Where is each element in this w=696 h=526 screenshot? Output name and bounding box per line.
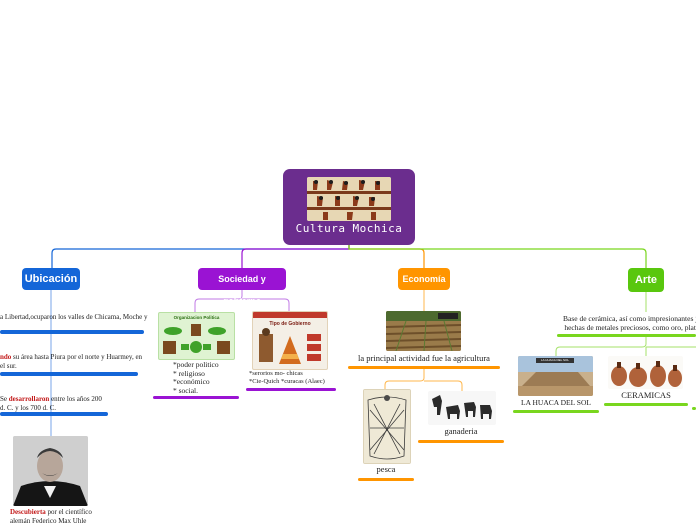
max-uhle-portrait[interactable] bbox=[13, 436, 88, 506]
ubicacion-note-fechas[interactable]: Se desarrollaron entre los años 200 d. C… bbox=[0, 395, 102, 413]
ubicacion-note-valles-underline bbox=[0, 330, 144, 334]
tipo-de-gobierno-image-title: Tipo de Gobierno bbox=[269, 321, 311, 327]
topic-sociedad-gobierno[interactable]: Sociedad y gobierno bbox=[198, 268, 286, 306]
mochica-mural-image bbox=[307, 177, 391, 221]
sociedad-list-gobierno[interactable]: *serorios mo- chicas *Cie-Quich *curacas… bbox=[249, 370, 325, 386]
sociedad-list-gobierno-underline bbox=[246, 388, 336, 391]
poder-item: * social. bbox=[173, 385, 198, 395]
sociedad-list-poderes[interactable]: *poder politico * religioso *económico *… bbox=[173, 360, 219, 395]
ubicacion-note-descubierta[interactable]: Descubierta por el científico alemán Fed… bbox=[10, 508, 92, 526]
huaca-del-sol-image[interactable]: LA HUACA DEL SOL bbox=[518, 356, 593, 396]
arte-offscreen-underline bbox=[692, 407, 696, 410]
ubicacion-note-descubierta-text-2: alemán Federico Max Uhle bbox=[10, 517, 87, 525]
arte-huaca-underline bbox=[513, 410, 599, 413]
ubicacion-note-area[interactable]: ndo su área hasta Piura por el norte y H… bbox=[0, 353, 142, 371]
organizacion-politica-image-title: Organizacion Politica bbox=[173, 315, 220, 320]
tipo-de-gobierno-image[interactable]: Tipo de Gobierno bbox=[252, 311, 328, 370]
ubicacion-note-fechas-text: entre los años 200 bbox=[49, 395, 102, 403]
topic-economia[interactable]: Economía bbox=[398, 268, 450, 290]
poder-item: *poder politico bbox=[173, 360, 219, 369]
ubicacion-note-valles-text: a Libertad,ocuparon los valles de Chicam… bbox=[0, 313, 148, 321]
ubicacion-note-area-highlight: ndo bbox=[0, 353, 12, 361]
ubicacion-note-area-underline bbox=[0, 372, 138, 376]
gobierno-item: *Cie-Quich *curacas (Alaec) bbox=[249, 378, 325, 385]
ubicacion-note-fechas-prefix: Se bbox=[0, 395, 9, 403]
ubicacion-note-fechas-highlight: desarrollaron bbox=[8, 395, 50, 403]
topic-arte[interactable]: Arte bbox=[628, 268, 664, 292]
poder-item: * religioso bbox=[173, 368, 205, 378]
agricultura-image[interactable] bbox=[386, 311, 461, 351]
economia-pesca-label[interactable]: pesca bbox=[376, 464, 396, 474]
ganaderia-image[interactable] bbox=[428, 391, 496, 425]
arte-descripcion-line-1: Base de cerámica, así como impresionante… bbox=[563, 314, 696, 323]
pesca-image[interactable] bbox=[363, 389, 411, 464]
economia-agricultura-label[interactable]: la principal actividad fue la agricultur… bbox=[358, 353, 490, 363]
economia-agricultura-underline bbox=[348, 366, 500, 369]
ubicacion-note-descubierta-text: por el científico bbox=[45, 508, 92, 516]
poder-item: *económico bbox=[173, 377, 210, 386]
economia-ganaderia-underline bbox=[418, 440, 504, 443]
arte-huaca-label[interactable]: LA HUACA DEL SOL bbox=[521, 398, 591, 407]
economia-ganaderia-label[interactable]: ganaderia bbox=[444, 426, 478, 436]
arte-ceramicas-label[interactable]: CERAMICAS bbox=[621, 390, 671, 400]
arte-descripcion-line-2: hechas de metales preciosos, como oro, p… bbox=[564, 323, 696, 332]
ubicacion-note-descubierta-highlight: Descubierta bbox=[10, 508, 46, 516]
ubicacion-note-fechas-underline bbox=[0, 412, 108, 416]
arte-descripcion[interactable]: Base de cerámica, así como impresionante… bbox=[563, 314, 696, 332]
ubicacion-note-fechas-text-2: d. C. y los 700 d. C. bbox=[0, 404, 57, 412]
ubicacion-note-area-text-2: el sur. bbox=[0, 362, 17, 370]
central-topic[interactable]: Cultura Mochica bbox=[283, 169, 415, 245]
ceramicas-image[interactable] bbox=[608, 356, 683, 389]
topic-ubicacion[interactable]: Ubicación bbox=[22, 268, 80, 290]
economia-pesca-underline bbox=[358, 478, 414, 481]
huaca-image-caption: LA HUACA DEL SOL bbox=[536, 358, 574, 363]
ubicacion-note-valles[interactable]: a Libertad,ocuparon los valles de Chicam… bbox=[0, 313, 148, 322]
central-topic-title: Cultura Mochica bbox=[295, 222, 403, 235]
arte-ceramicas-underline bbox=[604, 403, 688, 406]
ubicacion-note-area-text: su área hasta Piura por el norte y Huarm… bbox=[11, 353, 143, 361]
organizacion-politica-image[interactable]: Organizacion Politica bbox=[158, 312, 235, 360]
gobierno-item: *serorios mo- chicas bbox=[249, 370, 303, 377]
arte-descripcion-underline bbox=[557, 334, 696, 337]
sociedad-list-poderes-underline bbox=[153, 396, 239, 399]
